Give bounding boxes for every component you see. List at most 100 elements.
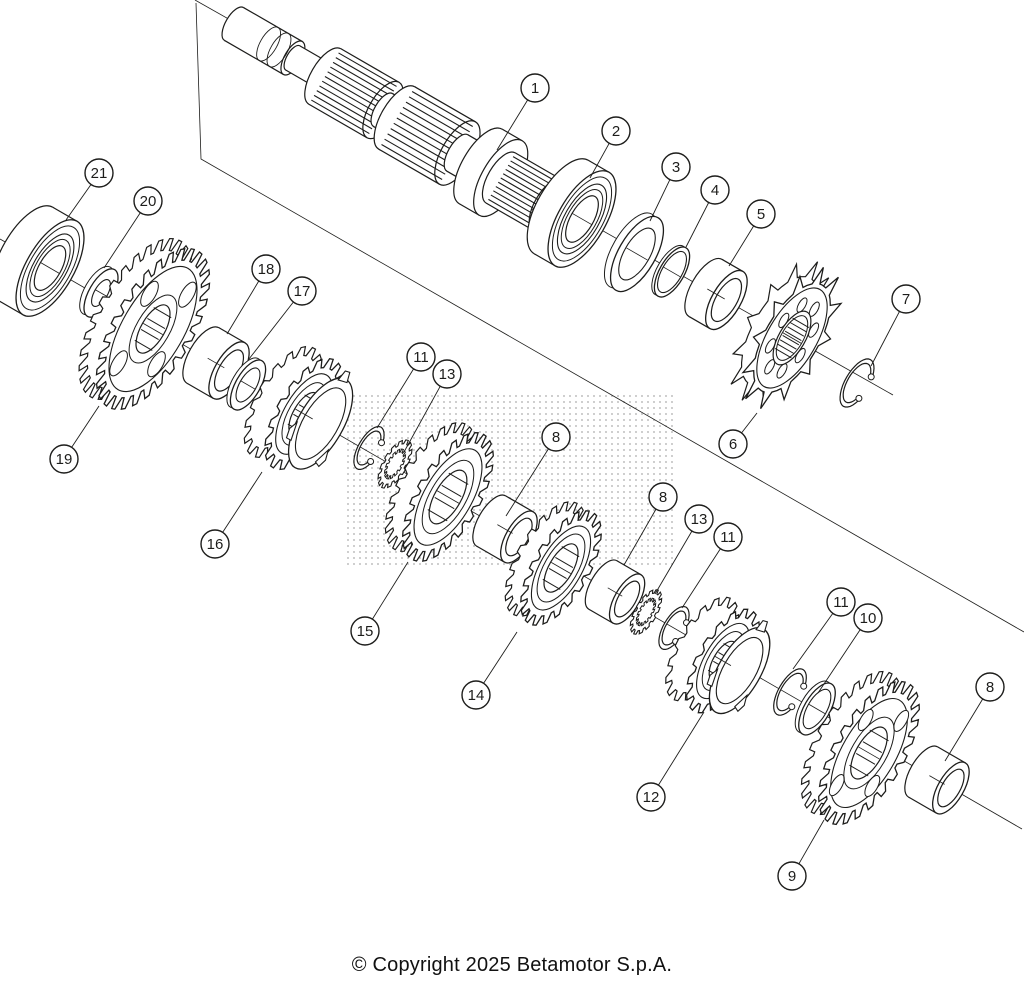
callout-number: 4 <box>711 182 719 199</box>
callout-circle <box>661 152 691 182</box>
callout-circle <box>826 587 856 617</box>
callout-3: 3 <box>649 152 691 222</box>
callout-circle <box>350 616 380 646</box>
callout-leader-line <box>496 99 529 151</box>
callout-number: 10 <box>860 610 877 627</box>
callout-11: 11 <box>792 587 856 670</box>
callout-leader-line <box>222 471 263 533</box>
callout-6: 6 <box>718 412 758 459</box>
callout-circle <box>975 672 1005 702</box>
callout-leader-line <box>654 530 693 595</box>
callout-circle <box>684 504 714 534</box>
callout-number: 11 <box>413 349 429 366</box>
callout-leader-line <box>944 698 984 762</box>
part-7-snap-ring <box>839 358 875 408</box>
callout-16: 16 <box>200 471 263 559</box>
callout-19: 19 <box>49 405 100 474</box>
callout-8: 8 <box>944 672 1005 762</box>
callout-number: 7 <box>902 291 910 308</box>
callout-leader-line <box>248 301 294 360</box>
callout-number: 9 <box>788 868 796 885</box>
callout-circle <box>287 276 317 306</box>
callout-1: 1 <box>496 73 550 151</box>
part-12-sliding-gear-6th <box>665 596 771 715</box>
part-11-snap-ring <box>353 425 385 470</box>
callout-number: 14 <box>468 687 485 704</box>
callout-circle <box>700 175 730 205</box>
callout-4: 4 <box>685 175 730 248</box>
callout-number: 16 <box>207 536 224 553</box>
callout-leader-line <box>741 412 758 434</box>
bore-centerlines <box>40 213 945 785</box>
callout-12: 12 <box>636 711 705 812</box>
part-13-splined-washer <box>377 439 413 489</box>
callout-circle <box>520 73 550 103</box>
callout-8: 8 <box>623 482 678 566</box>
callout-circle <box>777 861 807 891</box>
callout-7: 7 <box>870 284 921 367</box>
callout-number: 21 <box>91 165 108 182</box>
callout-number: 1 <box>531 80 539 97</box>
callout-number: 11 <box>720 529 736 546</box>
callout-11: 11 <box>376 342 436 429</box>
callout-number: 2 <box>612 123 620 140</box>
callout-11: 11 <box>681 522 743 609</box>
callout-circle <box>251 254 281 284</box>
callout-number: 17 <box>294 283 311 300</box>
callout-20: 20 <box>103 186 163 269</box>
callout-13: 13 <box>654 504 714 595</box>
callout-9: 9 <box>777 819 825 891</box>
callout-circle <box>746 199 776 229</box>
part-11-snap-ring <box>773 668 808 716</box>
callout-leader-line <box>226 280 260 335</box>
callout-circle <box>200 529 230 559</box>
callout-number: 3 <box>672 159 680 176</box>
callout-circle <box>541 422 571 452</box>
callout-8: 8 <box>505 422 571 517</box>
callout-leader-line <box>728 225 755 267</box>
callout-number: 19 <box>56 451 73 468</box>
callout-leader-line <box>403 386 441 453</box>
callout-number: 8 <box>552 429 560 446</box>
callout-leader-line <box>65 184 92 221</box>
callout-number: 5 <box>757 206 765 223</box>
callout-leader-line <box>71 405 100 448</box>
callout-circle <box>718 429 748 459</box>
callout-leader-line <box>658 711 705 786</box>
part-18-needle-bearing <box>182 326 250 400</box>
callout-number: 6 <box>729 436 737 453</box>
callout-leader-line <box>681 548 721 609</box>
callout-number: 12 <box>643 789 660 806</box>
callout-15: 15 <box>350 561 409 646</box>
callout-leader-line <box>376 368 414 429</box>
callout-number: 20 <box>140 193 157 210</box>
callout-18: 18 <box>226 254 281 335</box>
callout-leader-line <box>483 631 518 684</box>
callout-circle <box>406 342 436 372</box>
callout-leader-line <box>103 212 141 269</box>
callout-number: 13 <box>439 366 456 383</box>
callout-circle <box>432 359 462 389</box>
callout-number: 8 <box>659 489 667 506</box>
callout-circle <box>461 680 491 710</box>
callout-leader-line <box>649 179 671 222</box>
callout-leader-line <box>792 613 834 670</box>
callout-circle <box>84 158 114 188</box>
frame-reference-line <box>195 2 1024 633</box>
callout-14: 14 <box>461 631 518 710</box>
callout-leader-line <box>372 561 409 620</box>
callout-leader-line <box>685 202 710 248</box>
callout-circle <box>49 444 79 474</box>
callout-17: 17 <box>248 276 317 360</box>
callout-number: 11 <box>833 594 849 611</box>
callout-10: 10 <box>817 603 883 694</box>
callout-circle <box>648 482 678 512</box>
callout-leader-line <box>505 448 549 517</box>
callout-number: 15 <box>357 623 374 640</box>
part-1-main-shaft <box>221 6 567 232</box>
callout-circle <box>713 522 743 552</box>
callout-number: 8 <box>986 679 994 696</box>
callout-leader-line <box>870 311 900 367</box>
